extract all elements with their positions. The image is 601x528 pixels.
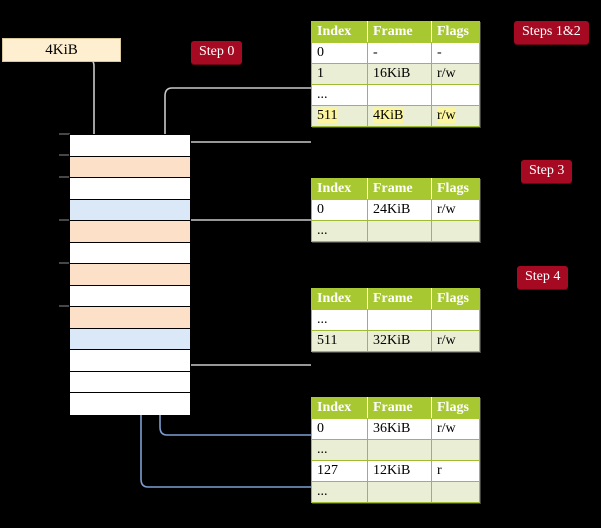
table-cell-index: ...	[311, 84, 368, 106]
table-header-index: Index	[311, 21, 368, 43]
table-cell-index: 0	[311, 199, 368, 221]
table-cell-index: 511	[311, 330, 368, 352]
table-cell-frame: 12KiB	[367, 460, 432, 482]
table-cell-frame	[367, 84, 432, 106]
table-cell-frame	[367, 220, 432, 242]
connector-t1-row511	[178, 141, 311, 242]
table-cell-flags: -	[431, 42, 480, 64]
table-cell-index: 0	[311, 42, 368, 64]
source-frame-box: 4KiB	[2, 38, 121, 62]
table-cell-flags	[431, 84, 480, 106]
memory-frame-row	[70, 178, 190, 200]
badge-step-0-label: Step 0	[199, 44, 235, 59]
table-row: ...	[311, 220, 480, 242]
table-cell-frame: 24KiB	[367, 199, 432, 221]
table-row: ...	[311, 481, 480, 503]
table-cell-index: ...	[311, 439, 368, 461]
badge-step-4: Step 4	[517, 266, 569, 289]
table-cell-frame	[367, 439, 432, 461]
table-cell-frame	[367, 309, 432, 331]
source-frame-label: 4KiB	[45, 41, 78, 58]
badge-step-3-label: Step 3	[529, 163, 565, 178]
table-cell-flags: r/w	[431, 105, 480, 127]
table-cell-flags	[431, 481, 480, 503]
badge-steps-1-2: Steps 1&2	[514, 21, 589, 44]
table-header-flags: Flags	[431, 21, 480, 43]
table-cell-index: 127	[311, 460, 368, 482]
connector-t3-row511-line	[178, 312, 311, 366]
table-cell-index: ...	[311, 309, 368, 331]
table-header-frame: Frame	[367, 178, 432, 200]
table-row: ...	[311, 309, 480, 331]
memory-frame-row	[70, 328, 190, 350]
table-cell-frame: 16KiB	[367, 63, 432, 85]
badge-steps-1-2-label: Steps 1&2	[522, 24, 581, 39]
table-cell-flags: r	[431, 460, 480, 482]
table-cell-frame	[367, 481, 432, 503]
table-cell-flags	[431, 439, 480, 461]
connector-t2-row0	[178, 219, 311, 264]
table-cell-flags	[431, 309, 480, 331]
badge-step-4-label: Step 4	[525, 269, 561, 284]
memory-frame-row	[70, 242, 190, 264]
table-cell-flags	[431, 220, 480, 242]
table-cell-index: 1	[311, 63, 368, 85]
memory-frame-row	[70, 393, 190, 415]
table-row: ...	[311, 84, 480, 106]
table-header-frame: Frame	[367, 397, 432, 419]
table-header-index: Index	[311, 288, 368, 310]
memory-frame-row	[70, 264, 190, 286]
table-header-flags: Flags	[431, 288, 480, 310]
table-cell-frame: 4KiB	[367, 105, 432, 127]
memory-frame-row	[70, 350, 190, 372]
table-cell-index: 0	[311, 418, 368, 440]
table-cell-index: 511	[311, 105, 368, 127]
table-cell-flags: r/w	[431, 418, 480, 440]
table-header-frame: Frame	[367, 21, 432, 43]
table-cell-frame: -	[367, 42, 432, 64]
memory-frame-row	[70, 371, 190, 393]
memory-frame-row	[70, 199, 190, 221]
table-cell-flags: r/w	[431, 63, 480, 85]
memory-frame-row	[70, 285, 190, 307]
memory-frame-row	[70, 221, 190, 243]
table-cell-index: ...	[311, 220, 368, 242]
badge-step-0: Step 0	[191, 41, 243, 64]
table-cell-flags: r/w	[431, 199, 480, 221]
memory-frame-row	[70, 156, 190, 178]
badge-step-3: Step 3	[521, 160, 573, 183]
table-cell-frame: 36KiB	[367, 418, 432, 440]
table-header-flags: Flags	[431, 397, 480, 419]
memory-frame-row	[70, 135, 190, 157]
table-row: ...	[311, 439, 480, 461]
table-header-index: Index	[311, 178, 368, 200]
table-header-frame: Frame	[367, 288, 432, 310]
table-cell-index: ...	[311, 481, 368, 503]
memory-frame-row	[70, 307, 190, 329]
table-header-index: Index	[311, 397, 368, 419]
physical-memory-column	[69, 134, 191, 415]
table-header-flags: Flags	[431, 178, 480, 200]
table-row: 0--	[311, 42, 480, 64]
table-cell-flags: r/w	[431, 330, 480, 352]
table-cell-frame: 32KiB	[367, 330, 432, 352]
